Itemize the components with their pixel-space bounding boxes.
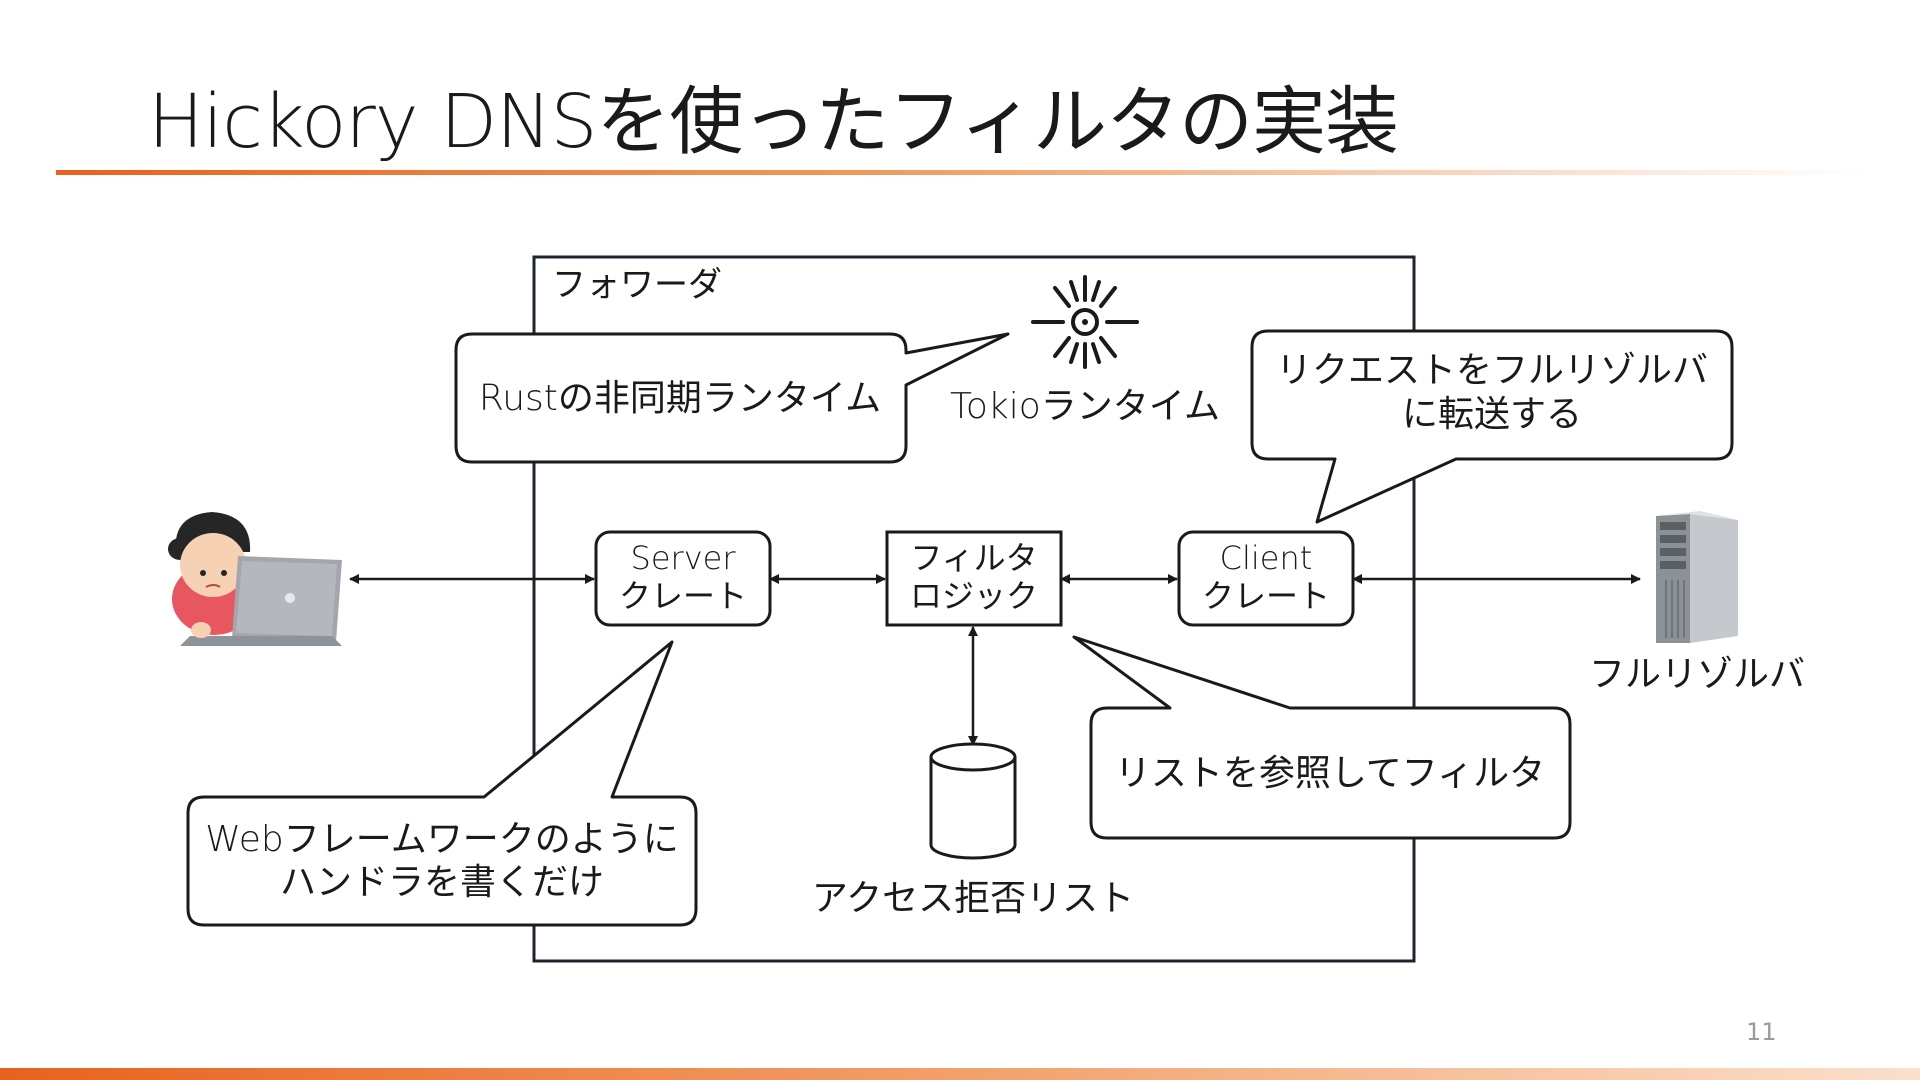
forwarder-container xyxy=(532,255,1416,963)
callout-server-line2: ハンドラを書くだけ xyxy=(280,862,604,903)
server-crate-line2: クレート xyxy=(619,577,747,615)
footer-bar xyxy=(0,1068,1920,1080)
client-crate-line2: クレート xyxy=(1202,577,1330,615)
server-crate-line1: Server xyxy=(631,539,737,577)
page-number: 11 xyxy=(1746,1018,1777,1046)
forwarder-label: フォワーダ xyxy=(552,265,722,305)
server-rack-icon xyxy=(1656,511,1738,643)
deny-list-label: アクセス拒否リスト xyxy=(812,878,1134,919)
filter-logic-line2: ロジック xyxy=(910,577,1038,615)
server-crate-node xyxy=(594,530,772,627)
callout-client-line1: リクエストをフルリゾルバ xyxy=(1276,350,1708,391)
filter-logic-node xyxy=(885,530,1063,627)
sun-burst-icon xyxy=(1031,275,1139,369)
callout-filter xyxy=(1072,635,1572,840)
client-crate-node xyxy=(1177,530,1355,627)
database-icon xyxy=(929,742,1017,860)
callout-server xyxy=(186,640,698,927)
callout-runtime xyxy=(454,332,1010,464)
slide-title: Hickory DNSを使ったフィルタの実装 xyxy=(148,79,1399,165)
full-resolver-label: フルリゾルバ xyxy=(1589,654,1805,695)
user-with-laptop-icon xyxy=(168,512,342,646)
filter-logic-line1: フィルタ xyxy=(910,539,1037,577)
client-crate-line1: Client xyxy=(1220,539,1313,577)
tokio-runtime-label: Tokioランタイム xyxy=(950,386,1220,427)
callout-server-line1: Webフレームワークのように xyxy=(205,819,678,860)
callout-client xyxy=(1250,329,1734,524)
title-underline xyxy=(56,170,1866,175)
callout-client-line2: に転送する xyxy=(1402,394,1582,435)
callout-runtime-text: Rustの非同期ランタイム xyxy=(479,378,881,419)
callout-filter-text: リストを参照してフィルタ xyxy=(1115,753,1545,794)
